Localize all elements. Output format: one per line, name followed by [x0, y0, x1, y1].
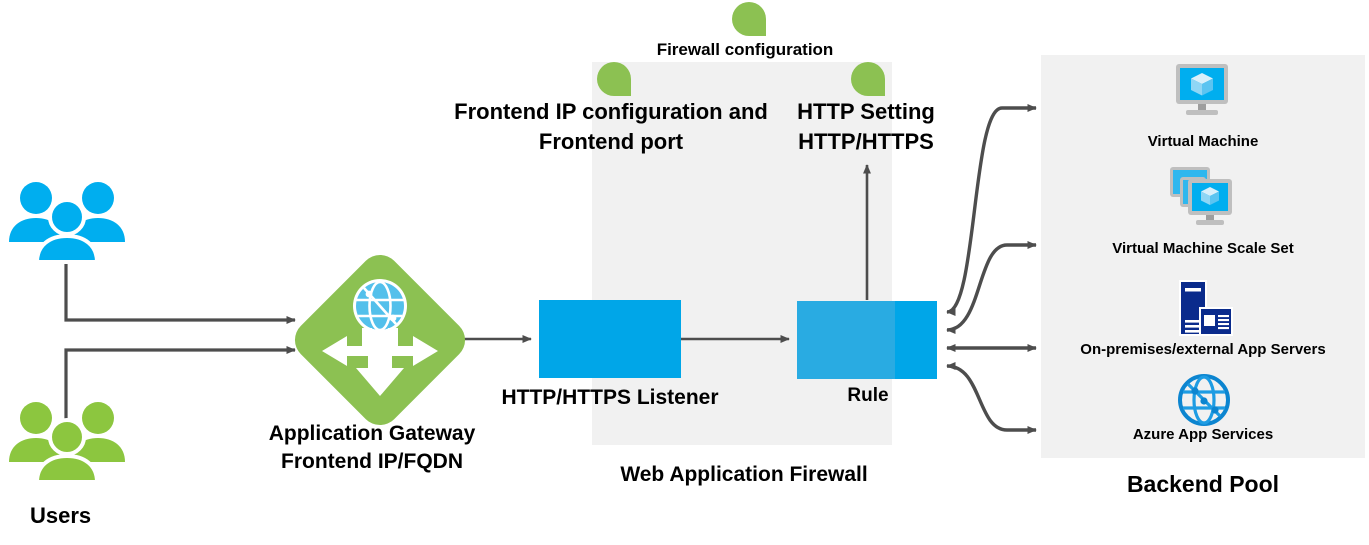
http-setting-marker: [851, 62, 885, 96]
backend-item-label-1: Virtual Machine Scale Set: [1112, 240, 1294, 257]
http-setting-label-line1: HTTP Setting: [797, 99, 935, 124]
gateway-label-line2: Frontend IP/FQDN: [281, 450, 463, 473]
azure-app-services-icon: [1178, 374, 1230, 426]
virtual-machine-icon: [1176, 64, 1228, 115]
frontend-configuration-label-line1: Frontend IP configuration and: [454, 99, 768, 124]
connector-rule-to-virtual-machine: [946, 104, 1037, 316]
rule-label: Rule: [847, 385, 889, 406]
web-application-firewall-label: Web Application Firewall: [620, 463, 868, 486]
server-icon: [1179, 280, 1233, 336]
backend-pool-label: Backend Pool: [1126, 471, 1280, 497]
http-https-listener-box[interactable]: [539, 300, 681, 378]
listener-label: HTTP/HTTPS Listener: [501, 386, 719, 409]
users-group-top-icon: [9, 182, 125, 264]
connector-users-top-to-gateway: [64, 257, 296, 324]
web-application-firewall-panel: [592, 62, 892, 445]
gateway-label-line1: Application Gateway: [268, 422, 476, 445]
connector-rule-to-app-services: [946, 362, 1037, 434]
users-group-bottom-icon: [9, 402, 125, 484]
rule-box-accent: [895, 301, 937, 379]
backend-item-label-2: On-premises/external App Servers: [1080, 341, 1326, 358]
users-label: Users: [30, 503, 92, 528]
application-gateway-icon: [294, 254, 466, 426]
backend-item-label-0: Virtual Machine: [1147, 133, 1259, 150]
firewall-configuration-label: Firewall configuration: [656, 40, 834, 59]
frontend-configuration-label-line2: Frontend port: [538, 129, 684, 154]
frontend-configuration-marker: [597, 62, 631, 96]
virtual-machine-scale-set-icon: [1170, 167, 1232, 225]
firewall-configuration-marker: [732, 2, 766, 36]
http-setting-label-line2: HTTP/HTTPS: [798, 129, 934, 154]
connector-rule-to-scale-set: [946, 241, 1037, 334]
backend-item-label-3: Azure App Services: [1132, 426, 1274, 443]
